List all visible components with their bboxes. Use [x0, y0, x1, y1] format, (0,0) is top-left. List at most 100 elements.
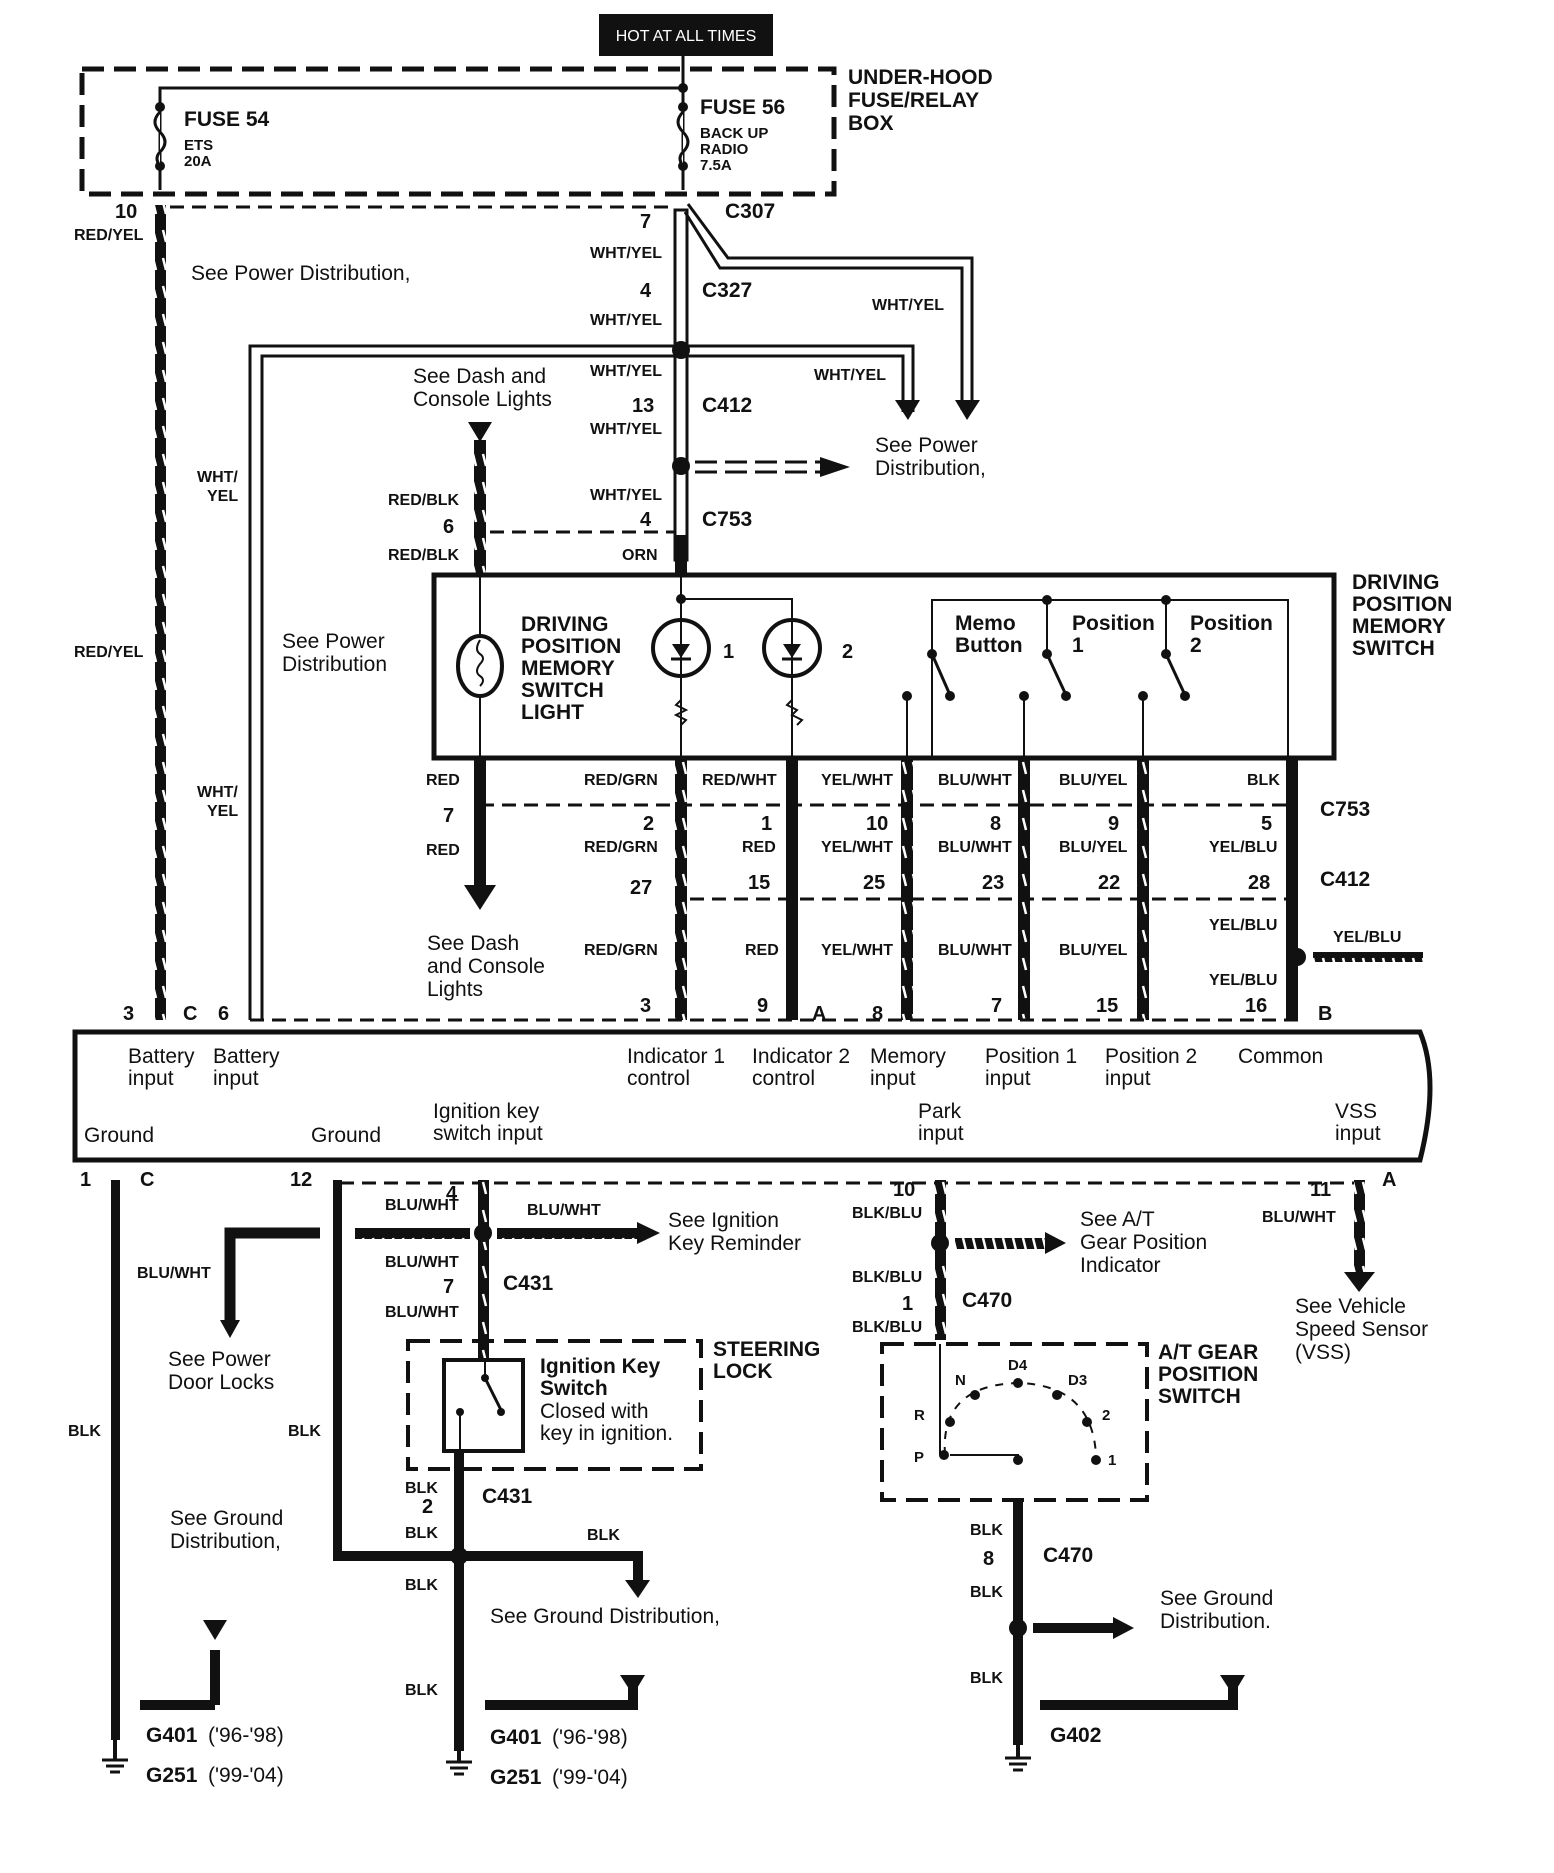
svg-text:input: input [128, 1067, 174, 1090]
svg-text:1: 1 [902, 1293, 913, 1315]
memory-switch-box [431, 572, 1337, 761]
svg-text:2: 2 [643, 813, 654, 835]
svg-text:BLK: BLK [405, 1682, 438, 1699]
wire-run [901, 758, 913, 1020]
svg-text:G251: G251 [490, 1766, 542, 1789]
svg-text:1: 1 [1072, 634, 1084, 657]
svg-text:1: 1 [80, 1169, 91, 1191]
svg-text:2: 2 [422, 1496, 433, 1518]
svg-text:input: input [213, 1067, 259, 1090]
svg-text:5: 5 [1261, 813, 1272, 835]
svg-text:3: 3 [123, 1003, 134, 1025]
svg-text:Button: Button [955, 634, 1023, 657]
svg-text:Memory: Memory [870, 1045, 946, 1068]
svg-text:4: 4 [640, 280, 652, 302]
svg-text:C470: C470 [1043, 1544, 1093, 1567]
svg-text:See Dash: See Dash [427, 932, 519, 955]
svg-text:1: 1 [761, 813, 772, 835]
svg-text:2: 2 [1102, 1407, 1110, 1424]
svg-text:Key Reminder: Key Reminder [668, 1232, 801, 1255]
control-unit-top-labels: Battery input Battery input Indicator 1 … [128, 1045, 1323, 1090]
svg-text:BACK UP: BACK UP [700, 125, 768, 142]
svg-text:SWITCH: SWITCH [521, 679, 604, 702]
svg-text:B: B [1318, 1003, 1332, 1025]
svg-text:20A: 20A [184, 153, 212, 170]
svg-text:See Ground Distribution,: See Ground Distribution, [490, 1605, 720, 1628]
svg-text:YEL/BLU: YEL/BLU [1209, 839, 1277, 856]
control-unit-bottom-labels: Ground Ground Ignition key switch input … [84, 1100, 1381, 1147]
svg-text:YEL/BLU: YEL/BLU [1209, 917, 1277, 934]
svg-text:BLK: BLK [68, 1423, 101, 1440]
svg-text:1: 1 [723, 641, 734, 663]
svg-text:See Ground: See Ground [170, 1507, 283, 1530]
svg-text:BLU/WHT: BLU/WHT [1262, 1209, 1336, 1226]
svg-text:('99-'04): ('99-'04) [552, 1766, 628, 1789]
svg-text:6: 6 [443, 516, 454, 538]
svg-text:BLU/WHT: BLU/WHT [385, 1197, 459, 1214]
svg-text:8: 8 [872, 1003, 883, 1025]
svg-text:Switch: Switch [540, 1377, 608, 1400]
svg-text:9: 9 [757, 995, 768, 1017]
wire-run [675, 758, 687, 1020]
svg-text:G401: G401 [490, 1726, 542, 1749]
svg-text:MEMORY: MEMORY [521, 657, 615, 680]
svg-text:RED/YEL: RED/YEL [74, 227, 144, 244]
svg-text:RED: RED [426, 842, 460, 859]
svg-text:Distribution.: Distribution. [1160, 1610, 1271, 1633]
svg-text:15: 15 [748, 872, 770, 894]
svg-text:WHT/YEL: WHT/YEL [590, 421, 662, 438]
svg-text:7: 7 [991, 995, 1002, 1017]
svg-text:BLU/YEL: BLU/YEL [1059, 772, 1128, 789]
svg-text:Position 2: Position 2 [1105, 1045, 1197, 1068]
svg-text:WHT/YEL: WHT/YEL [590, 245, 662, 262]
svg-text:WHT/YEL: WHT/YEL [814, 367, 886, 384]
svg-text:POSITION: POSITION [1158, 1363, 1258, 1386]
svg-text:and Console: and Console [427, 955, 545, 978]
wire-wht-yel-main [673, 208, 689, 562]
svg-text:C: C [183, 1003, 197, 1025]
hot-at-all-times-badge: HOT AT ALL TIMES [599, 14, 773, 56]
svg-text:RED: RED [742, 839, 776, 856]
svg-text:P: P [914, 1449, 924, 1466]
svg-text:9: 9 [1108, 813, 1119, 835]
svg-text:C431: C431 [503, 1272, 554, 1295]
svg-text:POSITION: POSITION [521, 635, 621, 658]
svg-text:(VSS): (VSS) [1295, 1341, 1351, 1364]
svg-text:RED/BLK: RED/BLK [388, 492, 460, 509]
svg-text:23: 23 [982, 872, 1004, 894]
svg-text:Park: Park [918, 1100, 962, 1123]
svg-text:Memo: Memo [955, 612, 1016, 635]
ignition-key-switch-icon [442, 1358, 525, 1453]
svg-text:BLK: BLK [970, 1584, 1003, 1601]
svg-text:A: A [812, 1003, 826, 1025]
fuse-54-icon [153, 102, 167, 171]
wire-run [1137, 758, 1149, 1020]
svg-text:8: 8 [983, 1548, 994, 1570]
gear-selector-icon [939, 1344, 1101, 1465]
svg-text:RED/BLK: RED/BLK [388, 547, 460, 564]
svg-text:C412: C412 [1320, 868, 1370, 891]
svg-text:RADIO: RADIO [700, 141, 749, 158]
svg-text:Speed Sensor: Speed Sensor [1295, 1318, 1428, 1341]
svg-text:27: 27 [630, 877, 652, 899]
svg-text:input: input [1105, 1067, 1151, 1090]
svg-text:See Ground: See Ground [1160, 1587, 1273, 1610]
svg-text:input: input [918, 1122, 964, 1145]
svg-text:7: 7 [640, 211, 651, 233]
svg-text:4: 4 [446, 1183, 458, 1205]
svg-text:C431: C431 [482, 1485, 533, 1508]
svg-text:BLK: BLK [587, 1527, 620, 1544]
svg-text:G251: G251 [146, 1764, 198, 1787]
svg-text:D3: D3 [1068, 1372, 1087, 1389]
svg-text:22: 22 [1098, 872, 1120, 894]
svg-text:BLU/WHT: BLU/WHT [938, 839, 1012, 856]
svg-text:Indicator 1: Indicator 1 [627, 1045, 725, 1068]
svg-text:G401: G401 [146, 1724, 198, 1747]
svg-text:input: input [985, 1067, 1031, 1090]
svg-text:N: N [955, 1372, 966, 1389]
wire-run [1018, 758, 1030, 1020]
bulb-icon [456, 575, 504, 758]
svg-text:YEL: YEL [207, 488, 238, 505]
svg-text:Indicator 2: Indicator 2 [752, 1045, 850, 1068]
svg-text:BLK: BLK [405, 1577, 438, 1594]
